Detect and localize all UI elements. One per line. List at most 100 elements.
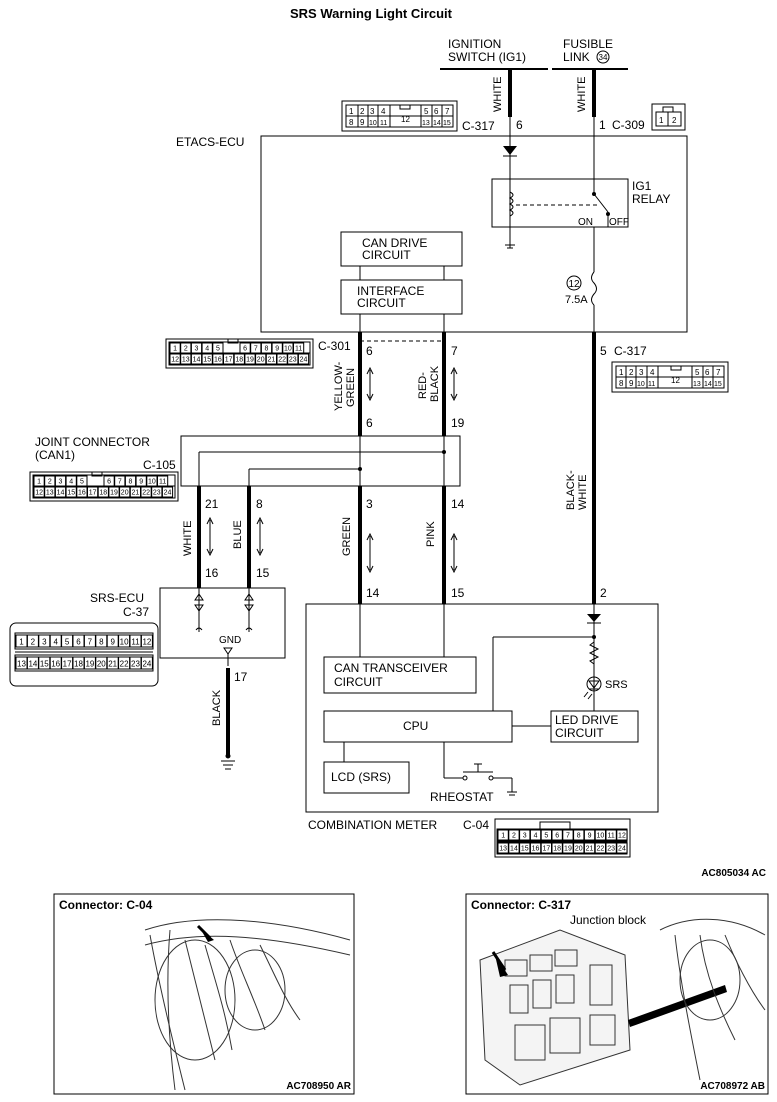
c317-lower-pin-4: 4 bbox=[650, 368, 655, 377]
c301-top-right-pin-6: 6 bbox=[243, 346, 247, 353]
c301-top-right-cell bbox=[239, 342, 251, 354]
c04-top-pin-1: 1 bbox=[501, 833, 505, 840]
connector-label-c309: C-309 bbox=[612, 118, 645, 132]
c37-bottom-pin-19: 19 bbox=[85, 660, 94, 669]
c37-bottom-pin-18: 18 bbox=[74, 660, 83, 669]
c317-top-pin-6: 6 bbox=[434, 107, 439, 116]
inset-right-subtitle: Junction block bbox=[570, 913, 647, 927]
c04-top-pin-8: 8 bbox=[577, 833, 581, 840]
c04-bottom-cell bbox=[573, 842, 585, 854]
c317-lower-pin-9: 9 bbox=[629, 379, 634, 388]
resistor-symbol-meter bbox=[588, 641, 600, 665]
c04-bottom-cell bbox=[519, 842, 531, 854]
inset-left-title: Connector: C-04 bbox=[59, 898, 153, 912]
c301-top-cell bbox=[190, 342, 203, 354]
c04-bottom-pin-14: 14 bbox=[510, 846, 518, 853]
connector-label-c105: C-105 bbox=[143, 458, 176, 472]
wire-white-ignition: WHITE bbox=[492, 77, 504, 112]
c04-bottom-cell bbox=[551, 842, 563, 854]
ignition-label-1: IGNITION bbox=[448, 37, 501, 51]
c301-bottom-pin-15: 15 bbox=[203, 357, 211, 364]
led-drive-label-2: CIRCUIT bbox=[555, 726, 604, 740]
c301-bottom-pin-16: 16 bbox=[214, 357, 222, 364]
inset-left-frame bbox=[53, 893, 355, 1095]
pin-label-14-meter: 14 bbox=[366, 586, 380, 600]
c105-bottom-pin-21: 21 bbox=[132, 490, 140, 497]
c105-bottom-cell bbox=[140, 486, 152, 498]
srs-ecu-label: SRS-ECU bbox=[90, 591, 144, 605]
c04-bottom-pin-23: 23 bbox=[607, 846, 615, 853]
c301-top-pin-4: 4 bbox=[205, 346, 209, 353]
c04-bottom-pin-15: 15 bbox=[521, 846, 529, 853]
wire-red-black-1: RED- bbox=[417, 372, 429, 399]
c301-top-pin-1: 1 bbox=[173, 346, 177, 353]
pin-label-17: 17 bbox=[234, 670, 248, 684]
c37-bottom-cell bbox=[140, 656, 153, 670]
c301-top-right-pin-9: 9 bbox=[275, 346, 279, 353]
c04-top-cell bbox=[529, 829, 542, 841]
c105-top-right-pin-11: 11 bbox=[159, 479, 166, 486]
c317-top-pin-2: 2 bbox=[360, 107, 365, 116]
joint-connector-label-1: JOINT CONNECTOR bbox=[35, 435, 150, 449]
connector-c309-grid: 1 2 bbox=[651, 103, 686, 131]
c317-top-pin-8: 8 bbox=[349, 118, 354, 127]
c105-top-right-pin-10: 10 bbox=[148, 479, 156, 486]
c105-top-right-cell bbox=[114, 475, 126, 487]
fusible-link-number: 34 bbox=[599, 53, 608, 62]
diagram-title: SRS Warning Light Circuit bbox=[290, 6, 453, 21]
c04-top-cell bbox=[562, 829, 574, 841]
rheostat-label: RHEOSTAT bbox=[430, 790, 494, 804]
c105-top-cell bbox=[65, 475, 77, 487]
pin-label-16: 16 bbox=[205, 566, 219, 580]
c04-bottom-pin-21: 21 bbox=[586, 846, 594, 853]
fuse-number: 12 bbox=[568, 279, 580, 290]
c301-bottom-pin-19: 19 bbox=[246, 357, 254, 364]
c105-bottom-pin-13: 13 bbox=[46, 490, 54, 497]
c317-top-pin-9: 9 bbox=[360, 118, 365, 127]
c105-top-right-pin-8: 8 bbox=[129, 479, 133, 486]
inset-left-ref: AC708950 AR bbox=[286, 1081, 351, 1092]
c04-bottom-cell bbox=[583, 842, 596, 854]
c105-top-pin-2: 2 bbox=[48, 479, 52, 486]
c105-top-pin-1: 1 bbox=[37, 479, 41, 486]
c301-top-right-cell bbox=[293, 342, 305, 354]
wire-pink: PINK bbox=[425, 521, 437, 547]
c105-top-right-pin-7: 7 bbox=[118, 479, 122, 486]
pin-label-3: 3 bbox=[366, 497, 373, 511]
c301-bottom-cell bbox=[169, 353, 181, 365]
c301-bottom-cell bbox=[190, 353, 203, 365]
pin-label-8: 8 bbox=[256, 497, 263, 511]
can-drive-circuit-box bbox=[340, 231, 463, 267]
interface-label-2: CIRCUIT bbox=[357, 296, 406, 310]
c317-top-pin-1: 1 bbox=[349, 107, 354, 116]
c105-bottom-pin-18: 18 bbox=[99, 490, 107, 497]
relay-coil-symbol bbox=[508, 191, 514, 217]
c105-top-right-cell bbox=[124, 475, 137, 487]
connector-label-c04: C-04 bbox=[463, 818, 489, 832]
c04-top-cell bbox=[605, 829, 617, 841]
fusible-link-number-circle bbox=[596, 50, 610, 64]
c04-bottom-pin-19: 19 bbox=[564, 846, 572, 853]
c04-top-cell bbox=[551, 829, 563, 841]
signal-arrow-lower bbox=[206, 516, 458, 574]
c301-bottom-cell bbox=[265, 353, 277, 365]
c105-bottom-cell bbox=[65, 486, 77, 498]
c37-bottom-pin-13: 13 bbox=[17, 660, 26, 669]
c04-bottom-pin-17: 17 bbox=[542, 846, 550, 853]
c105-bottom-pin-17: 17 bbox=[89, 490, 97, 497]
c317-lower-pin-10: 10 bbox=[637, 381, 645, 388]
c317-lower-pin-3: 3 bbox=[639, 368, 644, 377]
c105-top-cell bbox=[76, 475, 88, 487]
pin-label-19-joint: 19 bbox=[451, 416, 465, 430]
pin-label-6-joint: 6 bbox=[366, 416, 373, 430]
connector-label-c317-lower: C-317 bbox=[614, 344, 647, 358]
etacs-ecu-label: ETACS-ECU bbox=[176, 135, 244, 149]
c37-bottom-pin-17: 17 bbox=[63, 660, 72, 669]
c301-bottom-cell bbox=[223, 353, 235, 365]
wire-yellow-green-2: GREEN bbox=[345, 368, 357, 407]
c105-bottom-cell bbox=[129, 486, 142, 498]
cpu-label: CPU bbox=[403, 719, 428, 733]
c04-bottom-pin-18: 18 bbox=[553, 846, 561, 853]
c317-top-pin-13: 13 bbox=[422, 120, 430, 127]
srs-ecu-gnd-label: GND bbox=[219, 635, 241, 646]
